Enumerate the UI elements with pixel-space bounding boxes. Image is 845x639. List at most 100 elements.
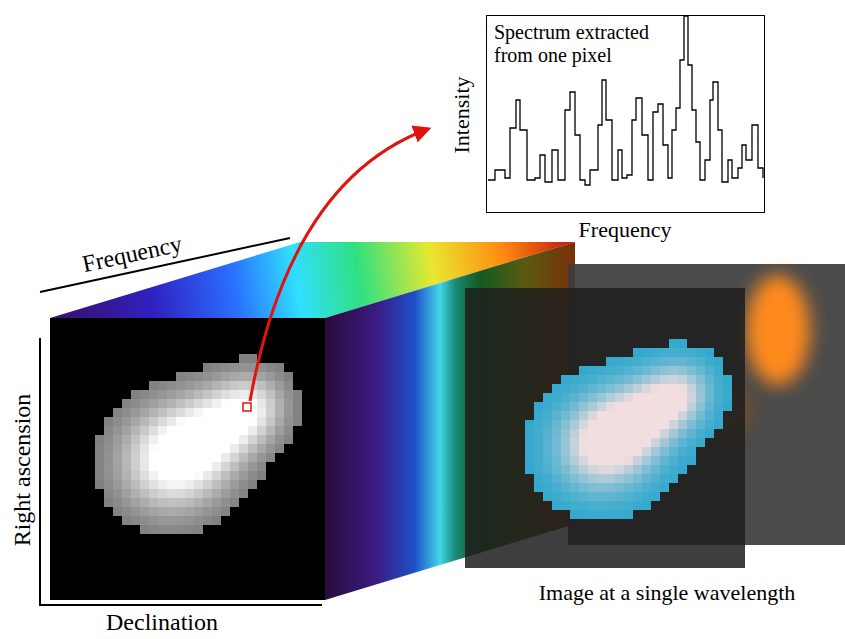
image-pixel bbox=[624, 438, 633, 447]
image-pixel bbox=[669, 447, 678, 456]
image-pixel bbox=[140, 507, 149, 516]
image-pixel bbox=[588, 456, 597, 465]
image-pixel bbox=[194, 462, 203, 471]
image-pixel bbox=[230, 390, 239, 399]
image-pixel bbox=[561, 447, 570, 456]
image-pixel bbox=[588, 402, 597, 411]
image-pixel bbox=[588, 429, 597, 438]
image-pixel bbox=[257, 471, 266, 480]
image-pixel bbox=[212, 516, 221, 525]
image-pixel bbox=[104, 489, 113, 498]
image-pixel bbox=[561, 456, 570, 465]
image-pixel bbox=[221, 471, 230, 480]
image-pixel bbox=[687, 348, 696, 357]
image-pixel bbox=[642, 429, 651, 438]
image-pixel bbox=[552, 501, 561, 510]
image-pixel bbox=[669, 474, 678, 483]
image-pixel bbox=[705, 348, 714, 357]
image-pixel bbox=[131, 453, 140, 462]
image-pixel bbox=[185, 471, 194, 480]
image-pixel bbox=[633, 420, 642, 429]
image-pixel bbox=[284, 417, 293, 426]
image-pixel bbox=[158, 471, 167, 480]
image-pixel bbox=[113, 462, 122, 471]
image-pixel bbox=[212, 480, 221, 489]
image-pixel bbox=[687, 366, 696, 375]
image-pixel bbox=[185, 417, 194, 426]
image-pixel bbox=[588, 474, 597, 483]
image-pixel bbox=[176, 435, 185, 444]
image-pixel bbox=[570, 438, 579, 447]
image-pixel bbox=[158, 399, 167, 408]
image-pixel bbox=[185, 525, 194, 534]
image-pixel bbox=[221, 435, 230, 444]
image-pixel bbox=[570, 465, 579, 474]
image-pixel bbox=[543, 456, 552, 465]
image-pixel bbox=[185, 516, 194, 525]
image-pixel bbox=[194, 399, 203, 408]
image-pixel bbox=[696, 429, 705, 438]
image-pixel bbox=[122, 462, 131, 471]
image-pixel bbox=[275, 426, 284, 435]
image-pixel bbox=[660, 420, 669, 429]
image-pixel bbox=[185, 453, 194, 462]
image-pixel bbox=[705, 429, 714, 438]
image-pixel bbox=[221, 453, 230, 462]
image-pixel bbox=[579, 402, 588, 411]
image-pixel bbox=[149, 507, 158, 516]
image-pixel bbox=[176, 516, 185, 525]
image-pixel bbox=[212, 444, 221, 453]
image-pixel bbox=[633, 402, 642, 411]
image-pixel bbox=[678, 447, 687, 456]
image-pixel bbox=[230, 471, 239, 480]
image-pixel bbox=[203, 399, 212, 408]
image-pixel bbox=[203, 507, 212, 516]
image-pixel bbox=[660, 366, 669, 375]
image-pixel bbox=[122, 471, 131, 480]
image-pixel bbox=[525, 438, 534, 447]
image-pixel bbox=[651, 348, 660, 357]
image-pixel bbox=[615, 465, 624, 474]
image-pixel bbox=[230, 489, 239, 498]
image-pixel bbox=[660, 429, 669, 438]
image-pixel bbox=[131, 399, 140, 408]
image-pixel bbox=[194, 480, 203, 489]
image-pixel bbox=[149, 498, 158, 507]
image-pixel bbox=[185, 408, 194, 417]
image-pixel bbox=[642, 492, 651, 501]
image-pixel bbox=[149, 471, 158, 480]
image-pixel bbox=[248, 444, 257, 453]
image-pixel bbox=[696, 375, 705, 384]
image-pixel bbox=[284, 390, 293, 399]
image-pixel bbox=[257, 417, 266, 426]
image-pixel bbox=[140, 498, 149, 507]
image-pixel bbox=[705, 384, 714, 393]
image-pixel bbox=[140, 516, 149, 525]
image-pixel bbox=[266, 399, 275, 408]
image-pixel bbox=[606, 456, 615, 465]
image-pixel bbox=[131, 426, 140, 435]
image-pixel bbox=[597, 483, 606, 492]
image-pixel bbox=[606, 402, 615, 411]
image-pixel bbox=[588, 492, 597, 501]
image-pixel bbox=[669, 420, 678, 429]
image-pixel bbox=[615, 429, 624, 438]
image-pixel bbox=[588, 375, 597, 384]
image-pixel bbox=[212, 471, 221, 480]
image-pixel bbox=[669, 402, 678, 411]
image-pixel bbox=[95, 480, 104, 489]
image-pixel bbox=[552, 429, 561, 438]
image-pixel bbox=[131, 489, 140, 498]
image-pixel bbox=[275, 417, 284, 426]
image-pixel bbox=[149, 462, 158, 471]
image-pixel bbox=[525, 456, 534, 465]
image-pixel bbox=[723, 402, 732, 411]
image-pixel bbox=[642, 465, 651, 474]
image-pixel bbox=[275, 435, 284, 444]
image-pixel bbox=[579, 384, 588, 393]
image-pixel bbox=[678, 402, 687, 411]
image-pixel bbox=[248, 480, 257, 489]
image-pixel bbox=[239, 363, 248, 372]
